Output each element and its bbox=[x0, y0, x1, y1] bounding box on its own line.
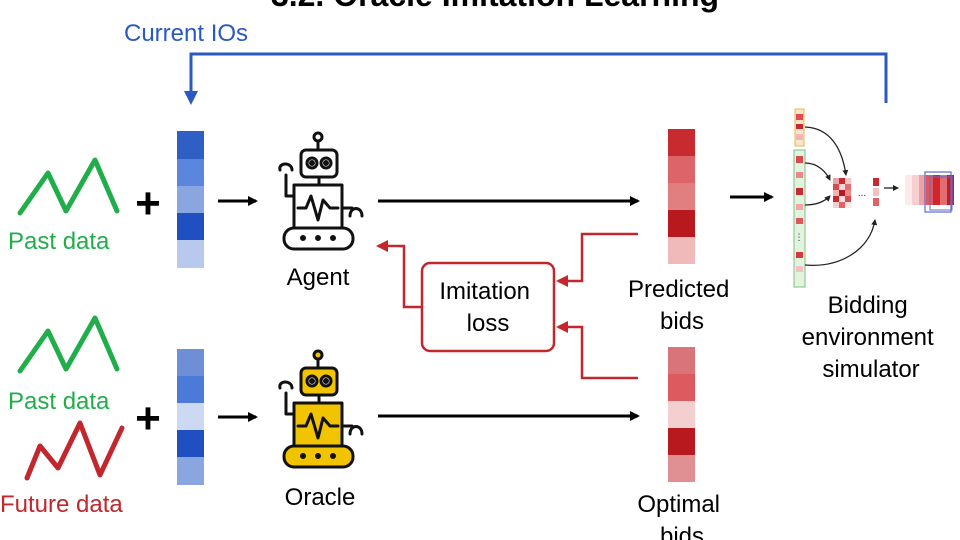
input-cell-top-2 bbox=[177, 159, 204, 186]
optimal-bid-cell-1 bbox=[668, 347, 695, 374]
imitation-loss-box bbox=[420, 261, 556, 353]
past-data-label-top: Past data bbox=[8, 228, 110, 255]
input-cell-top-4 bbox=[177, 213, 204, 240]
optimal-bids-label: Optimal bids bbox=[637, 491, 726, 540]
oracle-robot-icon bbox=[278, 349, 364, 469]
current-ios-label: Current IOs bbox=[124, 20, 248, 47]
input-cell-top-3 bbox=[177, 186, 204, 213]
input-vector-top bbox=[177, 131, 204, 268]
future-data-zigzag bbox=[24, 420, 125, 481]
past-data-label-bottom: Past data bbox=[8, 388, 110, 415]
current-ios-feedback-arrow bbox=[184, 52, 888, 105]
predicted-bid-cell-3 bbox=[668, 183, 695, 210]
optimal-bid-cell-3 bbox=[668, 401, 695, 428]
input-cell-bottom-4 bbox=[177, 430, 204, 457]
agent-robot-icon bbox=[278, 131, 364, 251]
predicted-bid-cell-5 bbox=[668, 237, 695, 264]
input-cell-top-5 bbox=[177, 240, 204, 268]
input-cell-bottom-3 bbox=[177, 403, 204, 430]
input-vector-bottom bbox=[177, 349, 204, 485]
optimal-bid-cell-2 bbox=[668, 374, 695, 401]
optimal-bid-cell-5 bbox=[668, 455, 695, 482]
imitation-loss-label: Imitation loss bbox=[439, 278, 536, 337]
optimal-bid-cell-4 bbox=[668, 428, 695, 455]
arrow-predicted-to-loss bbox=[556, 232, 638, 287]
agent-label: Agent bbox=[287, 264, 350, 291]
input-cell-bottom-1 bbox=[177, 349, 204, 376]
input-cell-bottom-2 bbox=[177, 376, 204, 403]
simulator-label: Bidding environment simulator bbox=[802, 292, 941, 383]
input-cell-top-1 bbox=[177, 131, 204, 159]
input-cell-bottom-5 bbox=[177, 457, 204, 485]
predicted-bid-cell-1 bbox=[668, 129, 695, 156]
past-data-zigzag-top bbox=[17, 157, 120, 216]
future-data-label: Future data bbox=[0, 491, 123, 518]
diagram-title: 3.2. Oracle Imitation Learning bbox=[271, 0, 719, 13]
past-data-zigzag-bottom bbox=[17, 315, 120, 374]
arrow-optimal-to-loss bbox=[556, 321, 638, 380]
predicted-bids-vector bbox=[668, 129, 695, 264]
svg-text:⋮: ⋮ bbox=[795, 232, 804, 242]
predicted-bid-cell-4 bbox=[668, 210, 695, 237]
arrow-loss-to-agent bbox=[376, 240, 422, 309]
predicted-bids-label: Predicted bids bbox=[628, 276, 736, 335]
optimal-bids-vector bbox=[668, 347, 695, 482]
bidding-simulator-graphic: ⋮ ... bbox=[793, 108, 954, 288]
simulator-ellipsis: ... bbox=[858, 188, 866, 199]
plus-sign-bottom: + bbox=[135, 394, 161, 443]
predicted-bid-cell-2 bbox=[668, 156, 695, 183]
plus-sign-top: + bbox=[135, 179, 161, 228]
oracle-label: Oracle bbox=[285, 484, 356, 511]
